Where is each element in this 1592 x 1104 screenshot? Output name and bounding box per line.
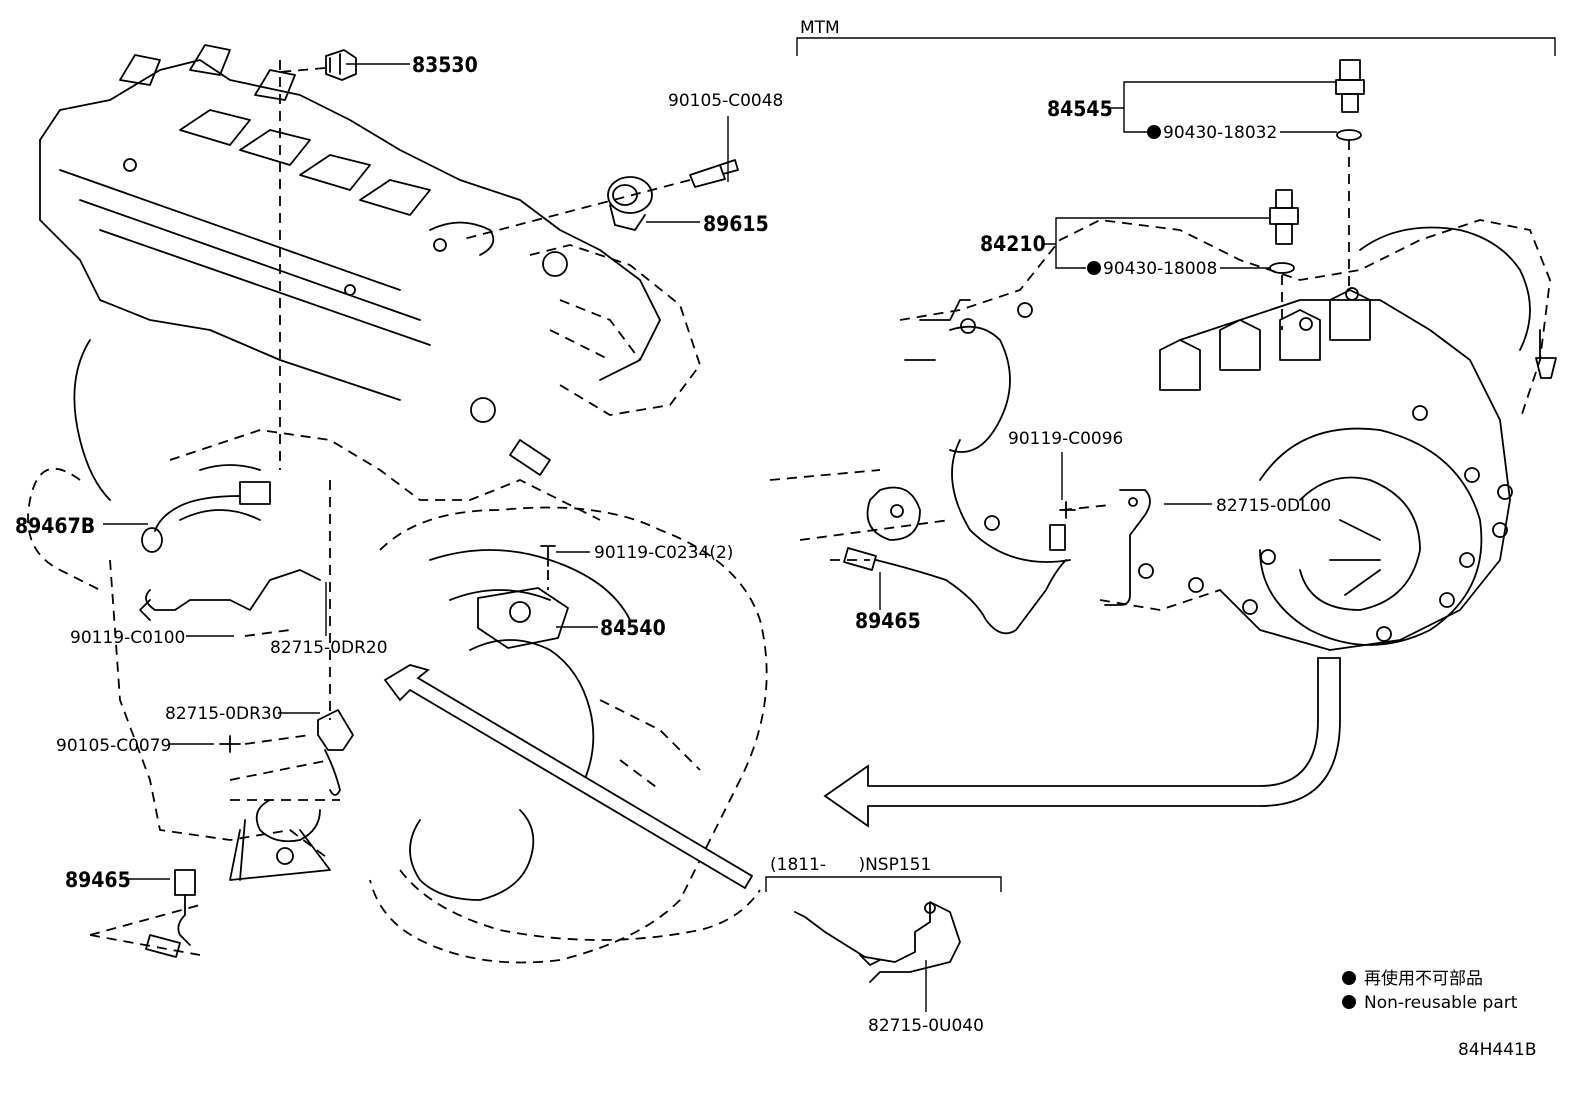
leader-lines — [103, 63, 1337, 1012]
legend-marker-jp — [1342, 971, 1356, 985]
part-label-82715-0dl00[interactable]: 82715-0DL00 — [1216, 496, 1331, 516]
part-label-82715-0u040[interactable]: 82715-0U040 — [868, 1016, 984, 1036]
part-89615-pulley — [607, 159, 739, 231]
part-label-90119-c0234[interactable]: 90119-C0234(2) — [594, 543, 733, 563]
part-label-90430-18032[interactable]: 90430-18032 — [1163, 123, 1277, 143]
part-84210-switch — [1269, 189, 1299, 274]
part-89467b-sensor — [141, 481, 271, 553]
part-label-90105-c0079[interactable]: 90105-C0079 — [56, 736, 171, 756]
dashed-connectors — [244, 67, 1350, 745]
part-82715-0dl00-bracket — [1059, 489, 1151, 606]
transaxle-illustration — [769, 219, 1557, 828]
part-label-90430-18008[interactable]: 90430-18008 — [1103, 259, 1217, 279]
part-82715-0dr30-bracket — [219, 709, 354, 796]
part-84545-switch — [1335, 59, 1365, 141]
non-reusable-marker — [1147, 125, 1161, 139]
part-label-89465-left[interactable]: 89465 — [65, 868, 131, 892]
part-label-89615[interactable]: 89615 — [703, 212, 769, 236]
part-label-89465-right[interactable]: 89465 — [855, 609, 921, 633]
part-label-84545[interactable]: 84545 — [1047, 97, 1113, 121]
section-brackets — [765, 37, 1556, 892]
part-84540-switch — [477, 545, 569, 649]
part-89465-sensor-left — [89, 869, 201, 958]
part-label-90105-c0048[interactable]: 90105-C0048 — [668, 91, 783, 111]
section-label-nsp151: (1811- )NSP151 — [770, 855, 931, 875]
part-label-83530[interactable]: 83530 — [412, 53, 478, 77]
section-label-mtm: MTM — [800, 18, 840, 38]
non-reusable-marker — [1087, 261, 1101, 275]
legend-text-en: Non-reusable part — [1364, 993, 1518, 1013]
part-82715-0u040-bracket — [794, 901, 961, 983]
part-label-84210[interactable]: 84210 — [980, 232, 1046, 256]
part-label-84540[interactable]: 84540 — [600, 616, 666, 640]
engine-illustration — [27, 44, 768, 964]
part-label-90119-c0100[interactable]: 90119-C0100 — [70, 628, 185, 648]
legend-text-jp: 再使用不可部品 — [1364, 968, 1483, 989]
part-label-89467b[interactable]: 89467B — [15, 514, 95, 538]
part-label-82715-0dr30[interactable]: 82715-0DR30 — [165, 704, 283, 724]
part-label-82715-0dr20[interactable]: 82715-0DR20 — [270, 638, 388, 658]
diagram-code: 84H441B — [1458, 1040, 1537, 1060]
part-label-90119-c0096[interactable]: 90119-C0096 — [1008, 429, 1123, 449]
legend-marker-en — [1342, 995, 1356, 1009]
part-82715-0dr20-bracket — [139, 569, 321, 621]
part-89465-sensor-right — [843, 524, 1067, 635]
part-83530-sensor — [325, 49, 357, 81]
